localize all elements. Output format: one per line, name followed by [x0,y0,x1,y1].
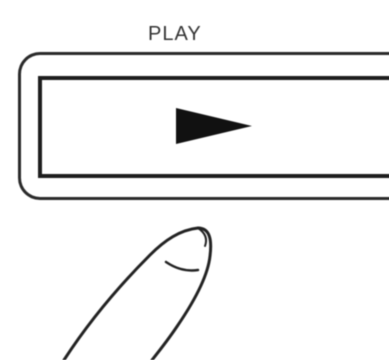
play-label: PLAY [148,24,202,44]
play-triangle-icon [176,108,252,144]
